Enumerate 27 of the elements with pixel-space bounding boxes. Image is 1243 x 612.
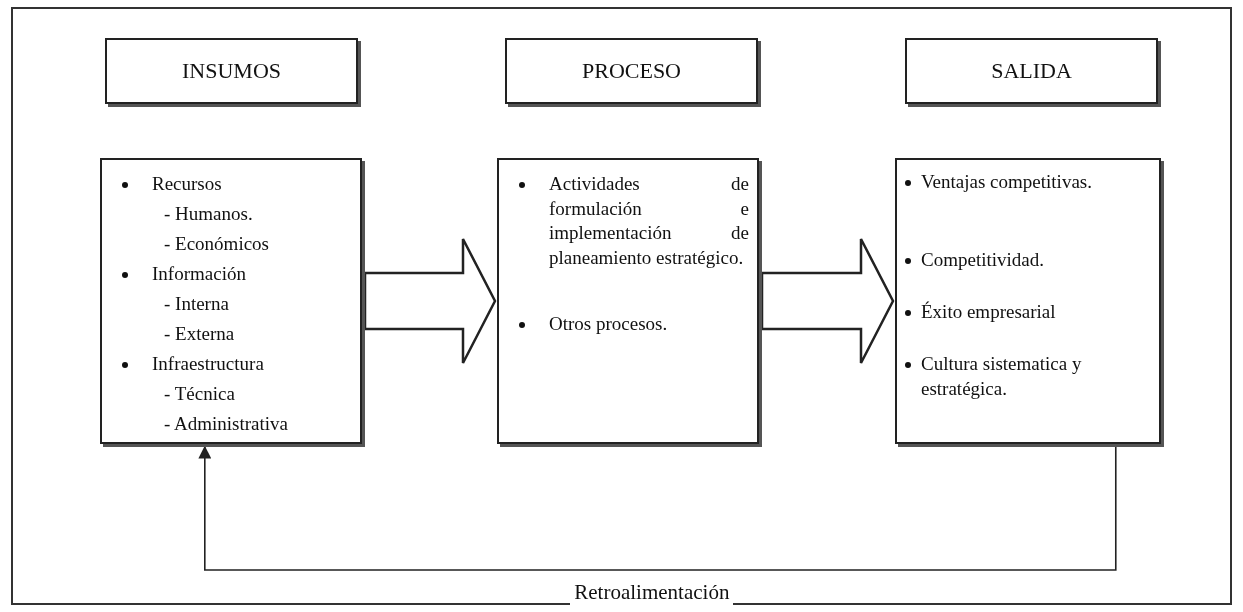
list-item: Información (152, 262, 247, 286)
list-item: - Económicos (164, 232, 270, 256)
list-item: Cultura sistematica y estratégica. (921, 352, 1083, 401)
list-item: Competitividad. (921, 248, 1045, 272)
header-text: INSUMOS (182, 58, 281, 84)
header-box (505, 38, 758, 104)
list-item: - Externa (164, 322, 236, 346)
header-text: PROCESO (581, 58, 681, 84)
list-item: Recursos (152, 172, 223, 196)
header-box (105, 38, 358, 104)
block-arrow (363, 237, 497, 365)
content-box (895, 158, 1161, 444)
list-item: - Humanos. (164, 202, 254, 226)
list-item: Actividades de formulación e implementación de planeamiento estratégico. (549, 172, 749, 271)
header-box (905, 38, 1158, 104)
feedback-arrow (198, 445, 1117, 571)
content-box (497, 158, 759, 444)
content-box (100, 158, 362, 444)
list-item: - Técnica (164, 382, 236, 406)
list-item: Éxito empresarial (921, 300, 1057, 324)
list-item: - Interna (164, 292, 230, 316)
list-item: Infraestructura (152, 352, 265, 376)
header-text: SALIDA (991, 58, 1072, 84)
block-arrow (760, 237, 895, 365)
list-item: Ventajas competitivas. (921, 170, 1093, 194)
list-item: Otros procesos. (549, 312, 669, 336)
list-item: - Administrativa (164, 412, 289, 436)
